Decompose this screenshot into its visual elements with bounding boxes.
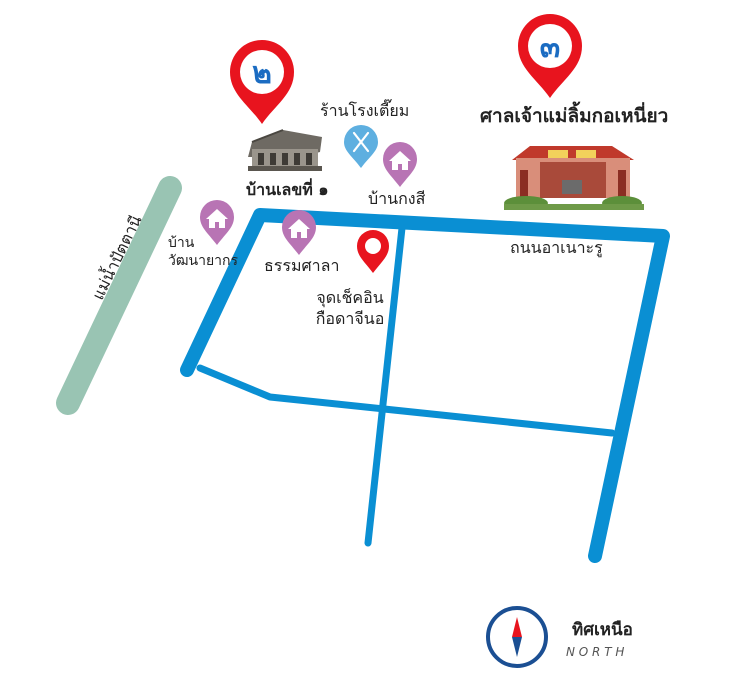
kongsi-label: บ้านกงสี	[368, 189, 426, 208]
thammasala-label: ธรรมศาลา	[264, 256, 340, 275]
wattana-label: บ้าน วัฒนายากร	[168, 235, 238, 270]
river-line	[56, 176, 182, 415]
road-connector	[364, 224, 406, 547]
road-label: ถนนอาเนาะรู	[510, 238, 603, 257]
road-south	[196, 364, 616, 437]
road-main-loop	[180, 208, 670, 563]
checkin-label: จุดเช็คอิน กือดาจีนอ	[300, 288, 400, 330]
landmark-3-name: ศาลเจ้าแม่ลิ้มกอเหนี่ยว	[480, 105, 669, 127]
compass-subtitle: N O R T H	[566, 645, 625, 659]
wattana-label-line1: บ้าน	[168, 235, 195, 251]
checkin-label-line2: กือดาจีนอ	[315, 308, 385, 328]
landmark-2-name: บ้านเลขที่ ๑	[246, 180, 329, 199]
restaurant-label: ร้านโรงเตี๊ยม	[320, 101, 410, 120]
road-network	[180, 208, 670, 563]
wattana-label-line2: วัฒนายากร	[168, 252, 238, 269]
checkin-label-line1: จุดเช็คอิน	[316, 288, 384, 307]
compass-title: ทิศเหนือ	[572, 620, 633, 640]
